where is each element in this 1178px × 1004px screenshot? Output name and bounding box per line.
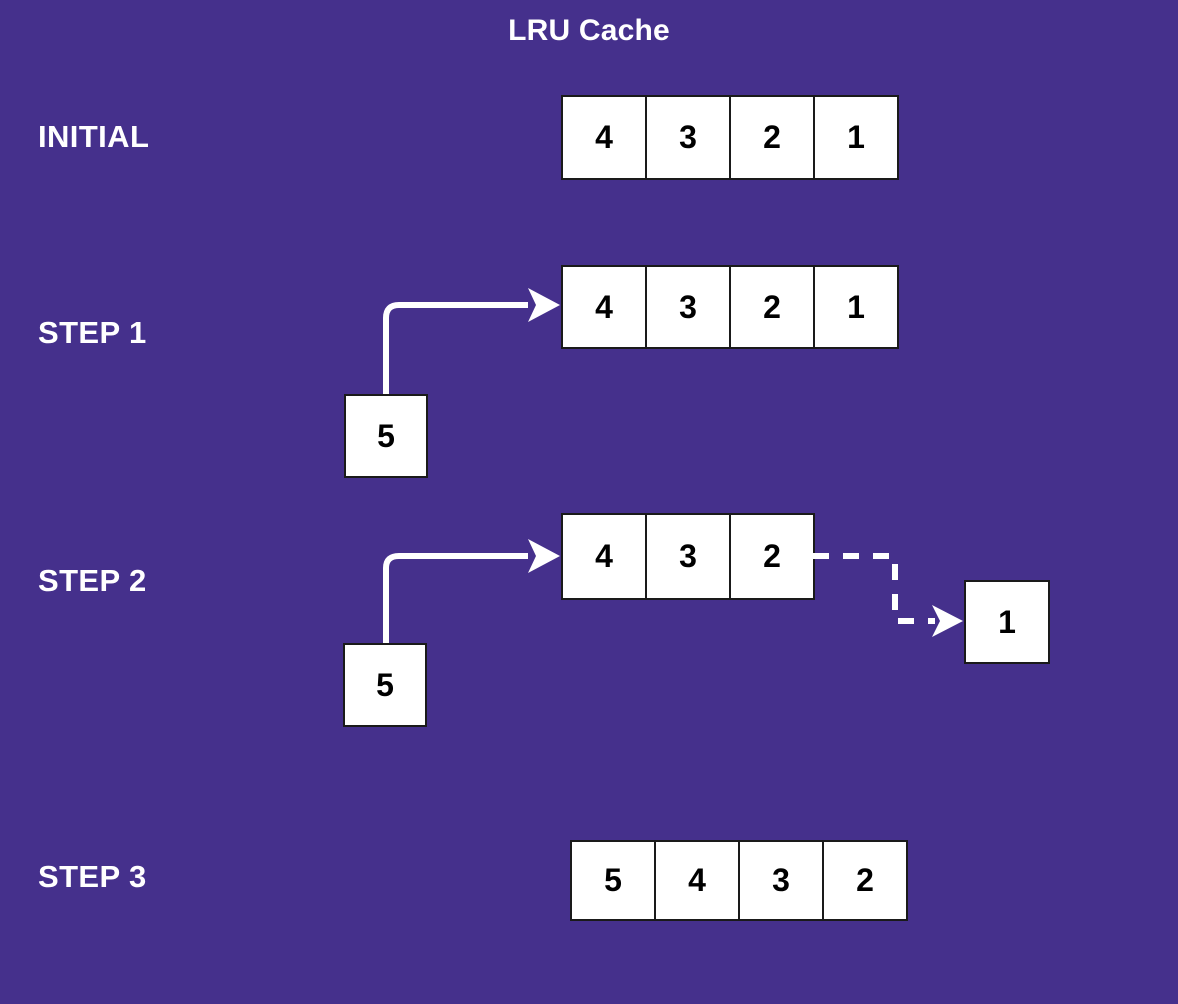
cache-cell: 1: [813, 95, 899, 180]
cache-cell: 3: [645, 265, 731, 349]
row-label-step1: STEP 1: [38, 315, 147, 350]
cache-cell: 2: [729, 95, 815, 180]
row-label-step2: STEP 2: [38, 563, 147, 598]
cache-cell: 2: [729, 265, 815, 349]
evict-arrow-step2: [813, 553, 963, 637]
evicted-box-step2: 1: [964, 580, 1050, 664]
cache-cell: 4: [561, 513, 647, 600]
cache-cell: 2: [729, 513, 815, 600]
cache-cell: 3: [738, 840, 824, 921]
incoming-box-step2: 5: [343, 643, 427, 727]
insert-arrow-step1: [383, 288, 560, 394]
cache-cell: 2: [822, 840, 908, 921]
cache-cell: 4: [561, 95, 647, 180]
row-label-step3: STEP 3: [38, 859, 147, 894]
incoming-box-step1: 5: [344, 394, 428, 478]
cache-cell: 4: [654, 840, 740, 921]
cache-cell: 4: [561, 265, 647, 349]
insert-arrow-step2: [383, 539, 560, 643]
cache-cell: 1: [813, 265, 899, 349]
cache-cell: 3: [645, 513, 731, 600]
row-label-initial: INITIAL: [38, 119, 150, 154]
cache-cell: 5: [570, 840, 656, 921]
page-title: LRU Cache: [508, 14, 670, 47]
cache-cell: 3: [645, 95, 731, 180]
